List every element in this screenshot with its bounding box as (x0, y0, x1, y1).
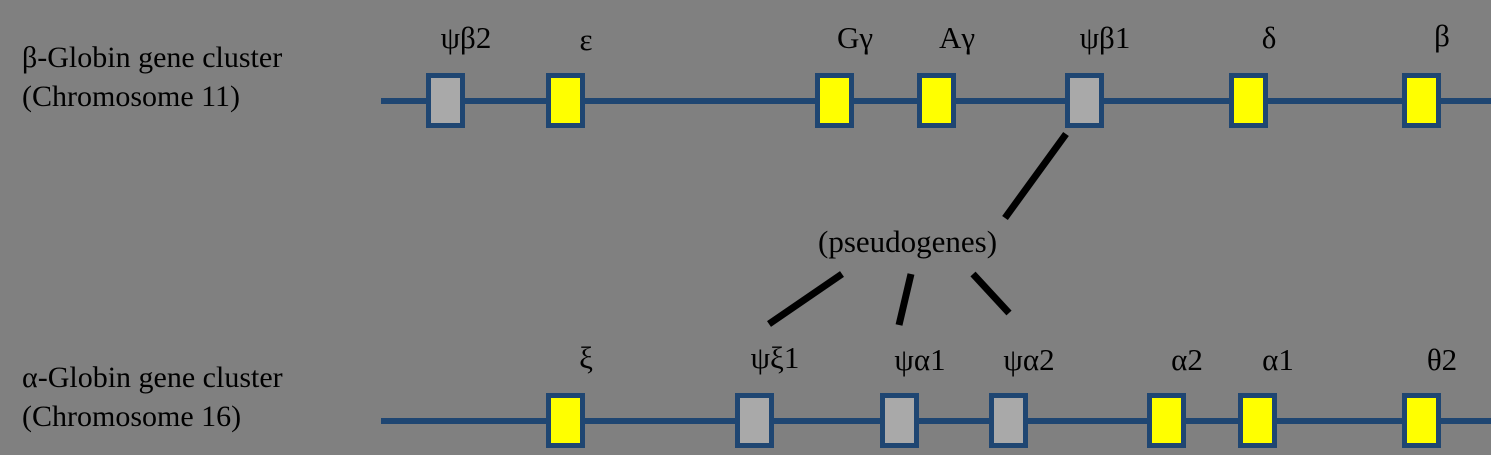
gene-label-psi-alpha2: ψα2 (1003, 342, 1055, 377)
gene-box-delta[interactable] (1229, 73, 1268, 128)
beta-cluster-caption: β-Globin gene cluster (Chromosome 11) (22, 38, 282, 116)
gene-label-epsilon: ε (579, 22, 593, 57)
gene-label-theta2: θ2 (1426, 342, 1458, 377)
gene-box-psi-xi1[interactable] (735, 393, 774, 448)
alpha-chromosome-line (381, 418, 1491, 424)
gene-box-psi-beta1[interactable] (1065, 73, 1104, 128)
gene-box-a-gamma[interactable] (917, 73, 956, 128)
gene-label-a-gamma: Aγ (938, 20, 976, 55)
beta-cluster-caption-line2: (Chromosome 11) (22, 80, 241, 113)
gene-label-alpha1: α1 (1262, 342, 1294, 377)
beta-cluster-caption-line1: β-Globin gene cluster (22, 41, 283, 74)
gene-box-alpha1[interactable] (1238, 393, 1277, 448)
gene-box-theta2[interactable] (1402, 393, 1441, 448)
gene-label-xi: ξ (579, 340, 593, 375)
gene-box-g-gamma[interactable] (815, 73, 854, 128)
gene-box-psi-beta2[interactable] (426, 73, 465, 128)
connector-to-psi-beta1 (1002, 131, 1069, 221)
pseudogenes-annotation: (pseudogenes) (818, 224, 998, 259)
gene-label-g-gamma: Gγ (836, 20, 874, 55)
gene-label-psi-beta2: ψβ2 (440, 20, 492, 55)
gene-label-delta: δ (1261, 20, 1277, 55)
connector-to-psi-xi1 (767, 271, 844, 327)
alpha-cluster-caption-line2: (Chromosome 16) (22, 400, 242, 433)
gene-box-beta[interactable] (1402, 73, 1441, 128)
connector-to-psi-alpha2 (970, 271, 1012, 316)
gene-label-psi-alpha1: ψα1 (894, 342, 946, 377)
gene-box-epsilon[interactable] (546, 73, 585, 128)
gene-label-psi-beta1: ψβ1 (1079, 20, 1131, 55)
gene-label-beta: β (1434, 18, 1450, 53)
gene-label-alpha2: α2 (1171, 342, 1203, 377)
alpha-cluster-caption: α-Globin gene cluster (Chromosome 16) (22, 358, 283, 436)
gene-box-xi[interactable] (546, 393, 585, 448)
gene-box-psi-alpha2[interactable] (989, 393, 1028, 448)
gene-box-alpha2[interactable] (1147, 393, 1186, 448)
gene-box-psi-alpha1[interactable] (880, 393, 919, 448)
alpha-cluster-caption-line1: α-Globin gene cluster (22, 361, 283, 394)
gene-label-psi-xi1: ψξ1 (750, 340, 800, 375)
connector-to-psi-alpha1 (895, 273, 915, 326)
